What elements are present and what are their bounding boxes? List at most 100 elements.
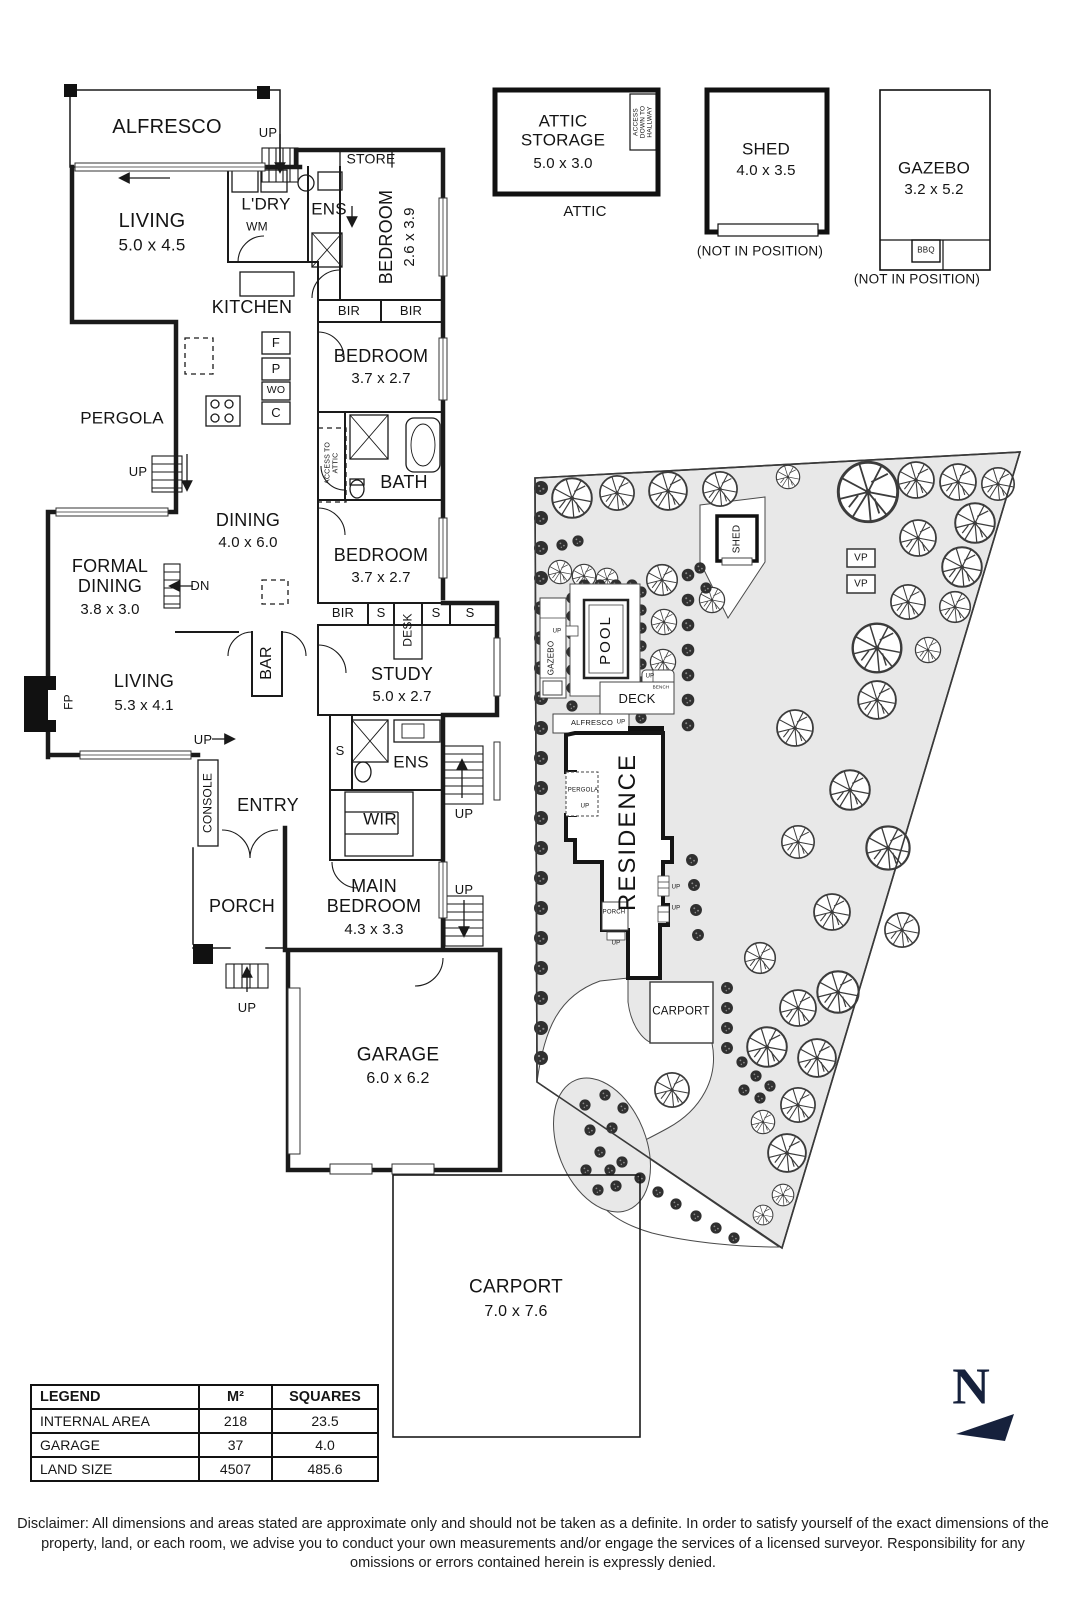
shed-dims: 4.0 x 3.5 xyxy=(736,161,796,179)
legend-row-internal: INTERNAL AREA 218 23.5 xyxy=(30,1408,379,1434)
room-dims-bed2: 3.7 x 2.7 xyxy=(351,369,411,387)
north-arrow-icon xyxy=(956,1414,1014,1441)
site-up-label: UP xyxy=(671,884,681,891)
room-dims-study: 5.0 x 2.7 xyxy=(372,687,432,705)
site-pergola-label: PERGOLA xyxy=(567,787,599,794)
room-dims-bed1: 2.6 x 3.9 xyxy=(400,207,418,267)
room-dims-carport: 7.0 x 7.6 xyxy=(484,1303,548,1321)
legend-row-landsize: LAND SIZE 4507 485.6 xyxy=(30,1456,379,1482)
site-up-label: UP xyxy=(580,803,590,810)
room-label-alfresco: ALFRESCO xyxy=(112,116,222,138)
shelf-label-4: S xyxy=(335,742,345,758)
legend-cell: 37 xyxy=(198,1432,273,1458)
site-porch-label: PORCH xyxy=(602,909,626,916)
disclaimer-text: Disclaimer: All dimensions and areas sta… xyxy=(17,1516,1049,1572)
shed-note: (NOT IN POSITION) xyxy=(696,243,824,259)
desk-label: DESK xyxy=(400,613,415,647)
room-dims-formal-dining: 3.8 x 3.0 xyxy=(80,600,140,618)
site-carport-label: CARPORT xyxy=(652,1005,710,1018)
legend-header-name: LEGEND xyxy=(30,1384,200,1410)
legend-cell: 4507 xyxy=(198,1456,273,1482)
gazebo-note: (NOT IN POSITION) xyxy=(853,271,981,287)
up-label: UP xyxy=(454,881,474,897)
fireplace-label: FP xyxy=(61,694,76,710)
floorplan-windows xyxy=(55,162,501,1175)
site-bench-label: BENCH xyxy=(652,684,670,690)
gazebo-bbq-label: BBQ xyxy=(917,245,935,255)
attic-storage-dims: 5.0 x 3.0 xyxy=(533,154,593,172)
up-label: UP xyxy=(128,463,148,479)
room-dims-living1: 5.0 x 4.5 xyxy=(118,235,186,255)
site-alfresco-label: ALFRESCO xyxy=(570,717,614,727)
site-up-label: UP xyxy=(671,905,681,912)
legend-row-garage: GARAGE 37 4.0 xyxy=(30,1432,379,1458)
room-label-entry: ENTRY xyxy=(237,795,299,816)
room-label-wir: WIR xyxy=(363,809,397,829)
room-label-bed1: BEDROOM xyxy=(376,189,397,285)
up-label: UP xyxy=(193,731,213,747)
site-up-label: UP xyxy=(645,673,655,680)
shelf-label-3: S xyxy=(465,604,475,620)
room-dims-dining: 4.0 x 6.0 xyxy=(218,533,278,551)
wm-label: WM xyxy=(246,219,268,234)
room-label-bed2: BEDROOM xyxy=(333,346,429,367)
up-label: UP xyxy=(258,124,278,140)
legend-cell: 485.6 xyxy=(271,1456,379,1482)
site-up-label: UP xyxy=(611,940,621,947)
bir-label-2: BIR xyxy=(399,302,423,318)
bar-label: BAR xyxy=(258,646,276,680)
legend-header-m2: M² xyxy=(198,1384,273,1410)
up-label: UP xyxy=(237,999,257,1015)
attic-caption: ATTIC xyxy=(563,202,607,220)
fridge-label: F xyxy=(271,334,281,350)
attic-access-label: ACCESS DOWN TO HALLWAY xyxy=(632,105,654,139)
floorplan-fixtures xyxy=(24,169,441,857)
room-dims-bed3: 3.7 x 2.7 xyxy=(351,568,411,586)
legend-header-row: LEGEND M² SQUARES xyxy=(30,1384,379,1410)
room-label-carport: CARPORT xyxy=(469,1276,563,1298)
attic-storage-label: ATTIC STORAGE xyxy=(520,111,606,149)
floorplan-arrows xyxy=(118,134,470,992)
up-label: UP xyxy=(454,805,474,821)
gazebo-dims: 3.2 x 5.2 xyxy=(904,180,964,198)
room-label-bath: BATH xyxy=(380,472,428,493)
legend-cell: 218 xyxy=(198,1408,273,1434)
site-plan xyxy=(534,451,1022,1250)
site-up-label: UP xyxy=(616,719,626,726)
legend-cell: 4.0 xyxy=(271,1432,379,1458)
room-label-kitchen: KITCHEN xyxy=(211,297,293,318)
room-label-main-bedroom: MAIN BEDROOM xyxy=(326,876,422,916)
north-label: N xyxy=(952,1358,990,1416)
room-dims-main-bedroom: 4.3 x 3.3 xyxy=(344,920,404,938)
access-attic-label: ACCESS TO ATTIC xyxy=(324,442,339,484)
legend-cell: GARAGE xyxy=(30,1432,200,1458)
room-label-bed3: BEDROOM xyxy=(333,545,429,566)
legend-cell: LAND SIZE xyxy=(30,1456,200,1482)
room-label-living1: LIVING xyxy=(118,210,186,232)
floorplan-doors xyxy=(221,235,444,987)
bir-label-3: BIR xyxy=(331,604,355,620)
room-label-garage: GARAGE xyxy=(356,1044,440,1066)
room-label-laundry: L'DRY xyxy=(241,194,291,214)
shelf-label-2: S xyxy=(431,604,441,620)
pantry-label: P xyxy=(271,360,281,376)
room-label-ens1: ENS xyxy=(311,199,347,219)
detached-structures xyxy=(492,87,991,271)
room-label-store: STORE xyxy=(346,150,396,167)
room-dims-garage: 6.0 x 6.2 xyxy=(366,1070,430,1088)
room-label-dining: DINING xyxy=(215,510,281,531)
site-gazebo-label: GAZEBO xyxy=(546,640,556,676)
site-pool-label: POOL xyxy=(596,615,614,665)
floorplan-walls xyxy=(45,84,641,1438)
room-label-study: STUDY xyxy=(370,664,434,685)
shed-label: SHED xyxy=(741,139,791,159)
console-label: CONSOLE xyxy=(200,772,215,834)
site-vp-label-2: VP xyxy=(854,578,868,590)
site-residence-label: RESIDENCE xyxy=(613,752,641,912)
shelf-label-1: S xyxy=(376,604,386,620)
site-deck-label: DECK xyxy=(618,690,656,706)
room-label-porch: PORCH xyxy=(208,896,276,917)
room-label-formal-dining: FORMAL DINING xyxy=(71,556,149,596)
